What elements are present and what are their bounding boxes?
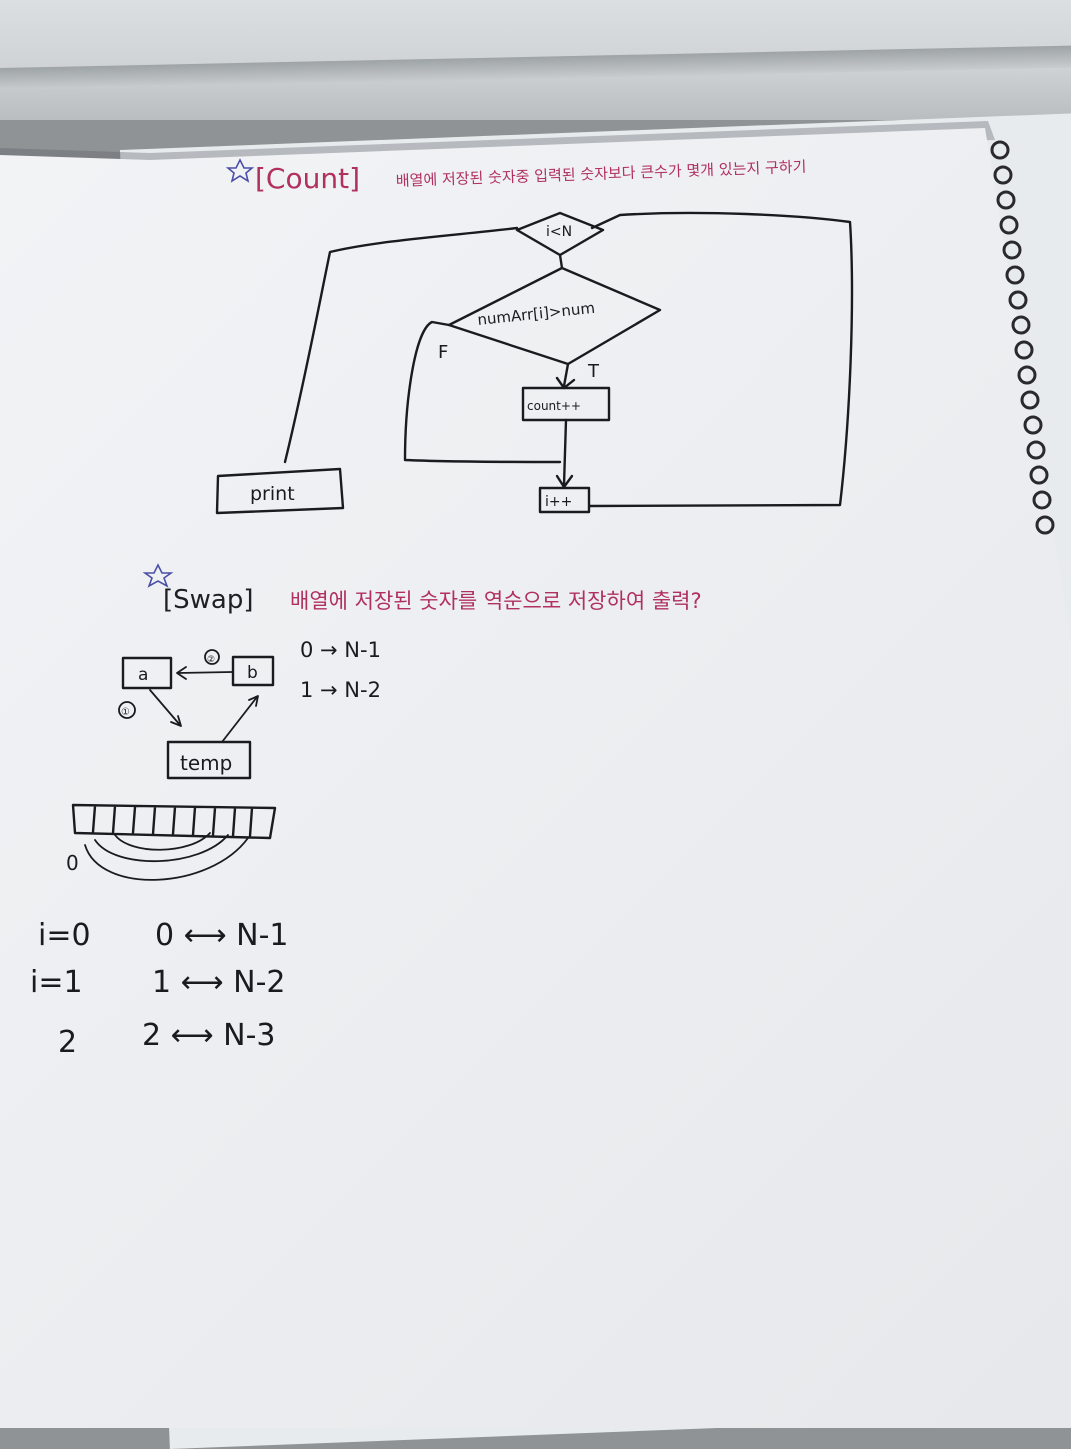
swap-arc-inner [114, 832, 211, 851]
count-increment-label: count++ [527, 399, 581, 413]
i-increment-box [538, 486, 591, 514]
box-b [231, 655, 275, 687]
false-label: F [438, 342, 448, 363]
i-increment-label: i++ [545, 494, 572, 510]
arrow-temp-to-b [221, 695, 259, 743]
box-b-label: b [247, 663, 258, 683]
index-table: i=0 0 ⟷ N-1 i=1 1 ⟷ N-2 2 2 ⟷ N-3 [30, 918, 289, 1060]
true-label: T [587, 361, 600, 382]
step2-marker [204, 649, 220, 665]
swap-arc-outer [84, 837, 249, 881]
row-2-swap: 1 ⟷ N-2 [152, 965, 286, 1000]
print-label: print [250, 483, 295, 505]
true-branch-arrow [555, 362, 576, 390]
array-sketch [71, 803, 277, 840]
print-box [215, 467, 345, 515]
swap-heading-text: 배열에 저장된 숫자를 역순으로 저장하여 출력? [290, 589, 702, 613]
box-a [121, 656, 173, 690]
swap-arc-middle [94, 834, 229, 863]
array-start-label: 0 [66, 851, 79, 875]
star-icon [225, 158, 255, 183]
condition-diamond [515, 211, 605, 257]
swap-heading: [Swap] 배열에 저장된 숫자를 역순으로 저장하여 출력? [142, 563, 702, 615]
star-icon [142, 563, 174, 588]
compare-diamond [447, 266, 662, 366]
flowchart: i<N numArr[i]>num F T count++ i++ print [215, 211, 854, 515]
row-1-swap: 0 ⟷ N-1 [155, 918, 289, 953]
swap-heading-tag: [Swap] [163, 585, 254, 615]
spiral-binding [990, 140, 1055, 535]
arrow-b-to-a [176, 666, 233, 680]
swap-diagram: a b ② ① temp 0 → N-1 1 → N-2 0 [66, 638, 381, 881]
step1-marker [118, 701, 136, 719]
count-heading: [Count] 배열에 저장된 숫자중 입력된 숫자보다 큰수가 몇개 있는지 … [225, 158, 807, 195]
row-1-index: i=0 [38, 918, 91, 953]
map-line-1: 0 → N-1 [300, 638, 381, 662]
arrow-a-to-temp [149, 689, 182, 727]
false-branch [403, 320, 562, 464]
box-a-label: a [138, 665, 148, 685]
box-temp-label: temp [180, 751, 232, 775]
step2-label: ② [207, 655, 215, 665]
loop-back-right [588, 211, 854, 508]
row-2-index: i=1 [30, 965, 83, 1000]
row-3-swap: 2 ⟷ N-3 [142, 1018, 276, 1053]
step1-label: ① [121, 707, 130, 718]
arrow-to-i-increment [555, 418, 574, 489]
count-heading-tag: [Count] [255, 162, 360, 195]
row-3-index: 2 [58, 1025, 77, 1060]
box-temp [166, 740, 252, 780]
count-heading-text: 배열에 저장된 숫자중 입력된 숫자보다 큰수가 몇개 있는지 구하기 [396, 158, 807, 190]
condition-label: i<N [546, 224, 572, 240]
arrow-to-compare [558, 253, 564, 270]
map-line-2: 1 → N-2 [300, 678, 381, 702]
loop-back-left [283, 226, 519, 464]
